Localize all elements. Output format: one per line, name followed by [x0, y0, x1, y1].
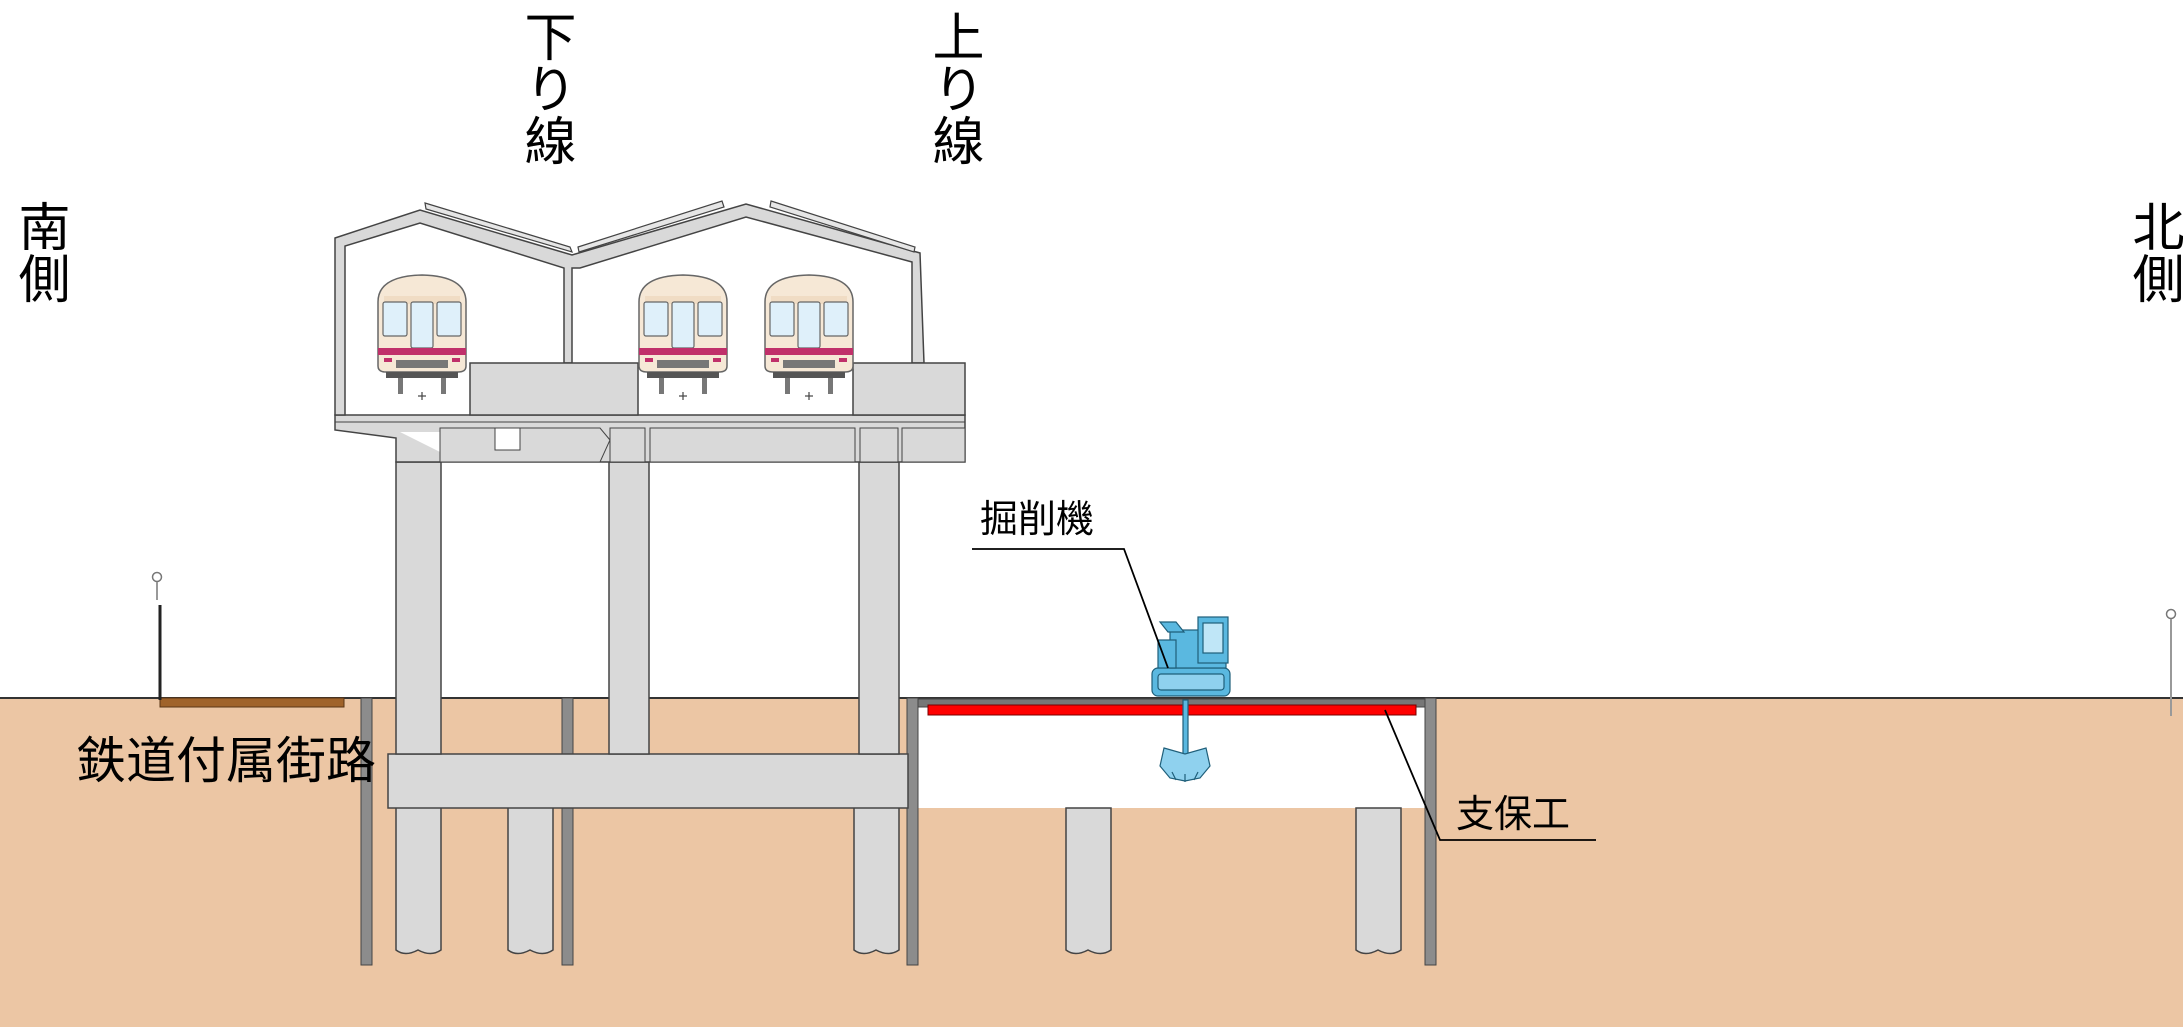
viaduct-structure: [334, 200, 966, 463]
columns: [395, 461, 900, 755]
label-down-line: 下り線: [515, 10, 575, 166]
footing: [387, 753, 909, 809]
excavator-leader-line: [972, 548, 1169, 669]
label-shoring: 支保工: [1456, 792, 1571, 836]
train-icon: [377, 274, 467, 401]
excavator-icon: [1151, 616, 1231, 782]
sheet-piles: [360, 697, 1437, 966]
strut: [927, 704, 1417, 716]
label-railway-road: 鉄道付属街路: [76, 732, 376, 790]
survey-pole-icon: [2165, 608, 2177, 716]
survey-pole-icon: [151, 571, 163, 700]
label-north-side: 北側: [2123, 200, 2183, 304]
shoring-leader-line: [1384, 709, 1596, 841]
road-surface: [159, 697, 345, 708]
train-icon: [764, 274, 854, 401]
label-excavator: 掘削機: [980, 497, 1095, 541]
foundation-piles: [395, 804, 1402, 955]
label-up-line: 上り線: [923, 10, 983, 166]
train-icon: [638, 274, 728, 401]
label-south-side: 南側: [9, 200, 69, 304]
